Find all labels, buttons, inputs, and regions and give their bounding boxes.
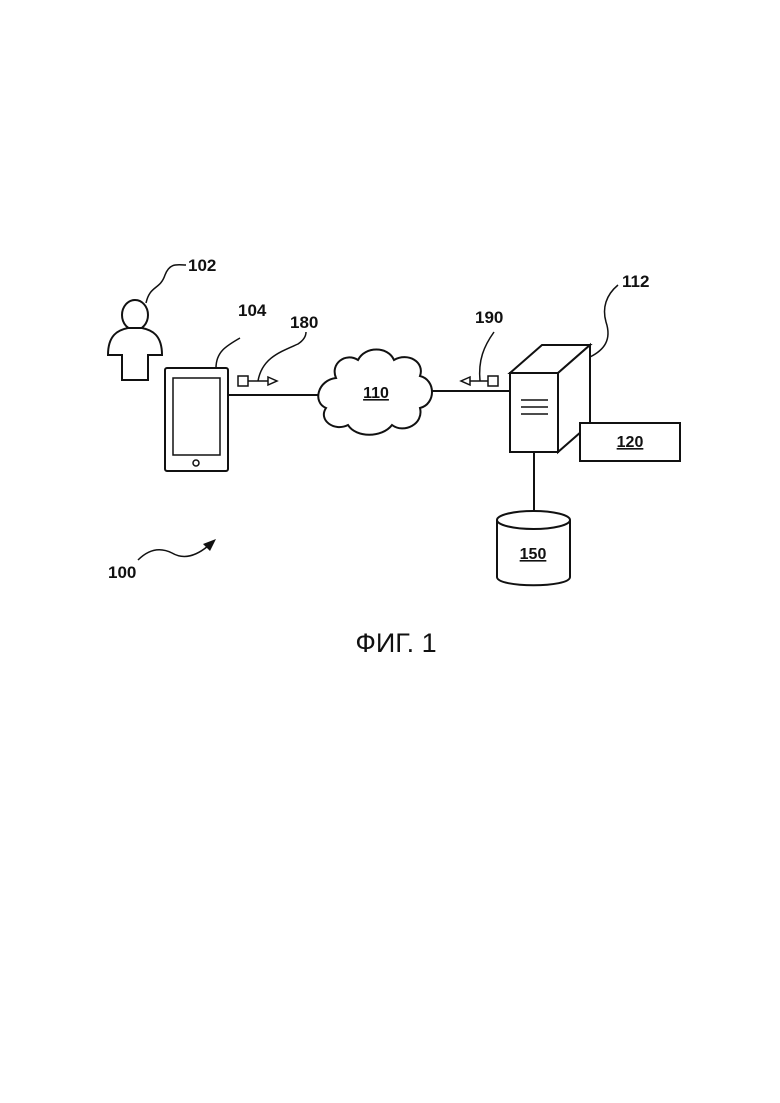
smartphone-icon [165, 368, 228, 471]
request-ref: 180 [290, 313, 318, 332]
device-ref: 104 [238, 301, 267, 320]
system-ref: 100 [108, 563, 136, 582]
database-label: 150 [520, 546, 547, 563]
leader-line-180 [258, 332, 306, 381]
person-icon [108, 300, 162, 380]
server-ref: 112 [622, 272, 649, 291]
server-icon [510, 345, 590, 452]
response-ref: 190 [475, 308, 503, 327]
user-ref: 102 [188, 256, 216, 275]
leader-line-100 [138, 546, 208, 560]
arrow-right-icon [238, 376, 277, 386]
module-label: 120 [617, 434, 644, 451]
figure-caption: ФИГ. 1 [355, 628, 436, 658]
network-label: 110 [363, 385, 389, 402]
leader-line-190 [480, 332, 494, 381]
leader-line-104 [216, 338, 240, 368]
leader-line-112 [590, 285, 618, 357]
leader-line-102 [146, 265, 186, 303]
